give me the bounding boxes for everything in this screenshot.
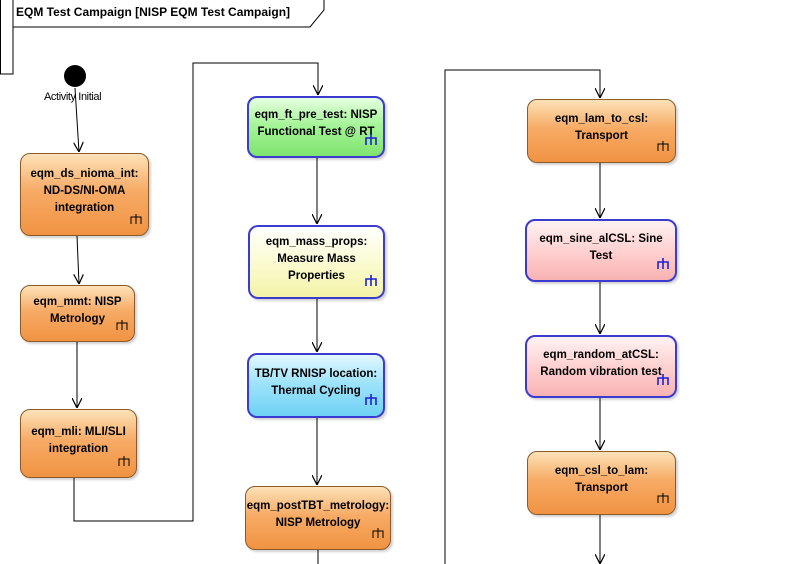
action-eqm-random-atcsl[interactable]: eqm_random_atCSL: Random vibration test bbox=[525, 335, 677, 398]
fork-icon bbox=[130, 213, 142, 231]
action-eqm-lam-to-csl[interactable]: eqm_lam_to_csl: Transport bbox=[527, 99, 676, 163]
action-label: eqm_mmt: NISP Metrology bbox=[33, 295, 122, 325]
fork-icon bbox=[657, 492, 669, 510]
action-label: eqm_lam_to_csl: Transport bbox=[554, 113, 649, 142]
action-eqm-ft-pre-test[interactable]: eqm_ft_pre_test: NISP Functional Test @ … bbox=[247, 96, 385, 158]
action-eqm-posttbt-metrology[interactable]: eqm_postTBT_metrology: NISP Metrology bbox=[245, 486, 391, 550]
initial-node[interactable] bbox=[64, 65, 86, 87]
action-label: eqm_random_atCSL: Random vibration test bbox=[540, 348, 662, 378]
action-eqm-mli[interactable]: eqm_mli: MLI/SLI integration bbox=[20, 409, 137, 478]
fork-icon bbox=[365, 393, 377, 412]
flow-post-to-lam bbox=[317, 69, 600, 564]
action-eqm-mmt[interactable]: eqm_mmt: NISP Metrology bbox=[20, 285, 135, 342]
fork-icon bbox=[365, 274, 377, 293]
frame-title-tab bbox=[12, 0, 325, 28]
fork-icon bbox=[657, 373, 669, 392]
fork-icon bbox=[657, 140, 669, 158]
fork-icon bbox=[118, 455, 130, 473]
action-label: eqm_csl_to_lam: Transport bbox=[554, 465, 649, 494]
fork-icon bbox=[657, 257, 669, 276]
fork-icon bbox=[372, 527, 384, 545]
action-label: eqm_postTBT_metrology: NISP Metrology bbox=[246, 500, 390, 529]
flow-mli-to-ft bbox=[73, 62, 318, 522]
action-eqm-ds-nioma-int[interactable]: eqm_ds_nioma_int: ND-DS/NI-OMA integrati… bbox=[20, 153, 149, 236]
action-eqm-mass-props[interactable]: eqm_mass_props: Measure Mass Properties bbox=[248, 225, 385, 299]
action-label: eqm_mli: MLI/SLI integration bbox=[31, 425, 126, 455]
fork-icon bbox=[365, 133, 377, 152]
action-eqm-csl-to-lam[interactable]: eqm_csl_to_lam: Transport bbox=[527, 451, 676, 515]
frame-title: EQM Test Campaign [NISP EQM Test Campaig… bbox=[16, 5, 291, 19]
flow-initial-to-ds bbox=[75, 87, 79, 152]
action-eqm-sine-alcsl[interactable]: eqm_sine_alCSL: Sine Test bbox=[525, 219, 677, 282]
action-label: eqm_ds_nioma_int: ND-DS/NI-OMA integrati… bbox=[30, 168, 139, 214]
action-label: eqm_sine_alCSL: Sine Test bbox=[539, 232, 663, 262]
fork-icon bbox=[116, 319, 128, 337]
action-label: TB/TV RNISP location: Thermal Cycling bbox=[254, 367, 378, 397]
action-label: eqm_ft_pre_test: NISP Functional Test @ … bbox=[254, 109, 378, 138]
flow-ds-to-mmt bbox=[77, 235, 79, 284]
initial-node-label: Activity Initial bbox=[44, 91, 102, 103]
action-label: eqm_mass_props: Measure Mass Properties bbox=[265, 235, 368, 282]
action-tbtv-thermal-cycling[interactable]: TB/TV RNISP location: Thermal Cycling bbox=[247, 353, 385, 418]
diagram-frame bbox=[0, 0, 14, 75]
